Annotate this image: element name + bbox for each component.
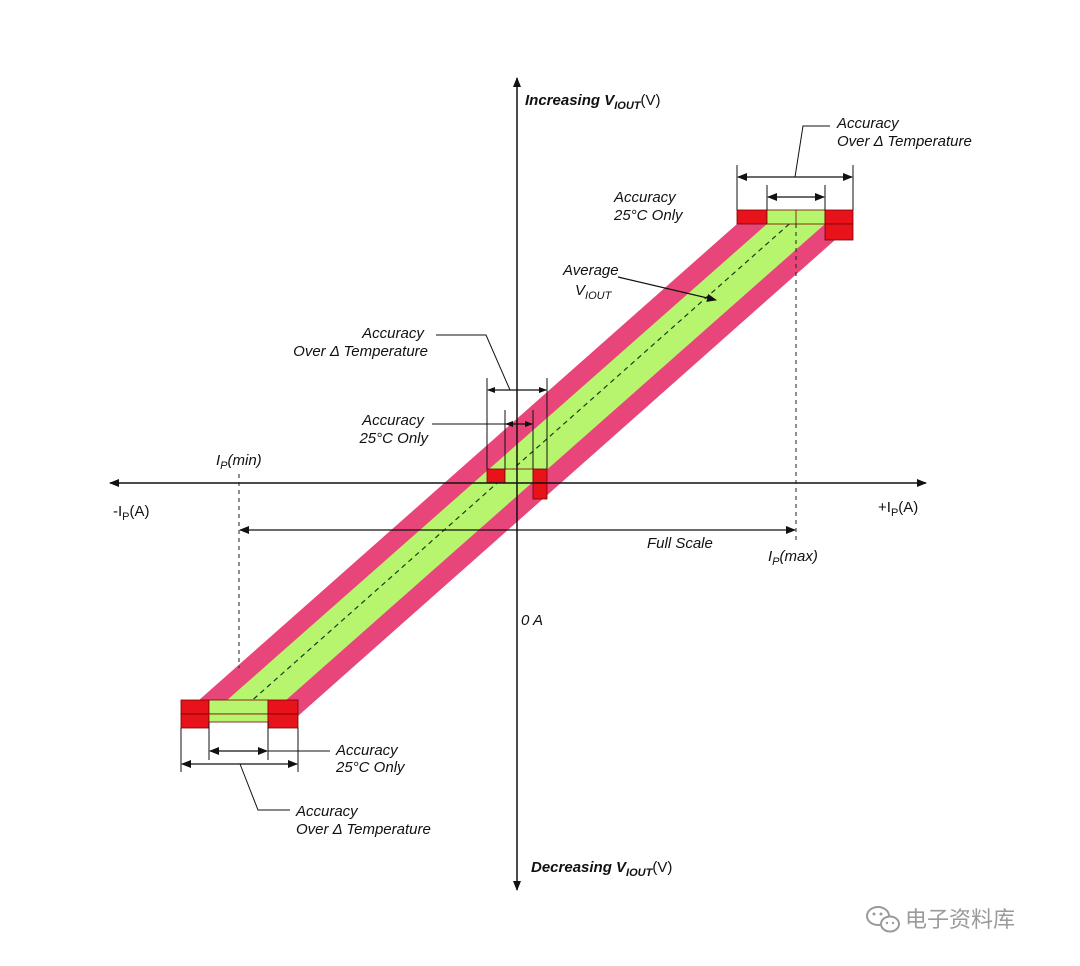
ip-min-label: IP(min) (216, 452, 262, 472)
ip-max-label: IP(max) (768, 548, 818, 568)
full-scale-label: Full Scale (647, 535, 713, 552)
mid-temp-accuracy-label: Accuracy Over Δ Temperature (293, 325, 428, 360)
zero-dimension-arrows (432, 334, 548, 469)
average-pointer-arrow (617, 276, 717, 302)
bot-25c-accuracy-label: Accuracy 25°C Only (335, 742, 406, 776)
average-viout-label: Average VIOUT (562, 262, 623, 302)
zero-amp-label: 0 A (521, 612, 543, 629)
x-axis-right-label: +IP(A) (878, 499, 918, 519)
top-25c-accuracy-label: Accuracy 25°C Only (613, 189, 684, 224)
wechat-icon (866, 906, 900, 933)
y-axis-top-title: Increasing VIOUT(V) (525, 92, 660, 112)
watermark-text: 电子资料库 (905, 908, 1015, 933)
bot-temp-accuracy-label: Accuracy Over Δ Temperature (295, 803, 431, 838)
bottom-accuracy-blocks (180, 699, 299, 729)
bottom-dimension-arrows (180, 722, 330, 811)
x-axis-left-label: -IP(A) (113, 503, 150, 523)
top-temp-accuracy-label: Accuracy Over Δ Temperature (836, 115, 972, 150)
top-dimension-arrows (736, 125, 854, 210)
y-axis-bottom-title: Decreasing VIOUT(V) (531, 859, 672, 879)
mid-25c-accuracy-label: Accuracy 25°C Only (358, 412, 429, 447)
top-accuracy-blocks (736, 209, 854, 241)
